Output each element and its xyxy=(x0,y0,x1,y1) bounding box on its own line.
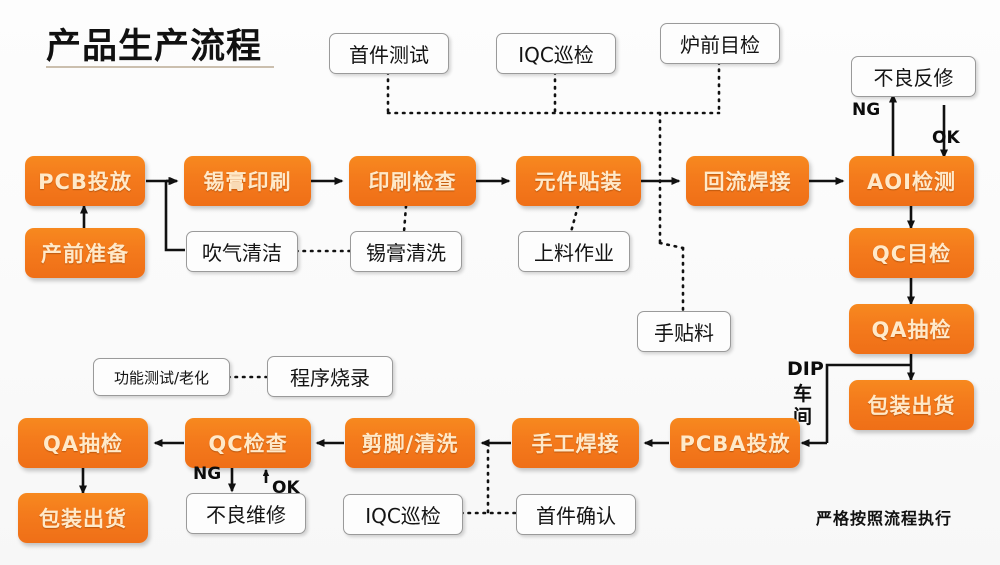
step-label: PCB投放 xyxy=(38,170,132,194)
note-label: 首件测试 xyxy=(349,43,429,67)
note-label: 锡膏清洗 xyxy=(366,241,446,265)
footnote-text: 严格按照流程执行 xyxy=(816,509,953,528)
step-pcba-input[interactable]: PCBA投放 xyxy=(670,418,800,468)
step-label: QC目检 xyxy=(871,242,952,266)
step-label: QA抽检 xyxy=(42,432,124,456)
note-defect-rework[interactable]: 不良反修 xyxy=(851,56,976,97)
step-label: 锡膏印刷 xyxy=(203,170,292,194)
note-iqc-patrol-top[interactable]: IQC巡检 xyxy=(496,33,616,74)
step-manual-solder[interactable]: 手工焊接 xyxy=(512,418,639,468)
note-hand-place[interactable]: 手贴料 xyxy=(637,311,731,352)
note-iqc-patrol-bottom[interactable]: IQC巡检 xyxy=(343,494,463,535)
step-solder-paste-print[interactable]: 锡膏印刷 xyxy=(184,156,311,206)
aoi-ng-label: NG xyxy=(852,100,881,120)
note-label: 不良维修 xyxy=(206,503,286,527)
note-paste-clean[interactable]: 锡膏清洗 xyxy=(350,231,462,272)
step-cut-clean[interactable]: 剪脚/清洗 xyxy=(345,418,475,468)
note-label: 不良反修 xyxy=(873,66,954,90)
step-qa-sample-dip[interactable]: QA抽检 xyxy=(18,418,148,468)
dip-transfer-label-line2: 车 xyxy=(793,383,813,405)
step-qc-visual[interactable]: QC目检 xyxy=(849,228,974,278)
note-label: 程序烧录 xyxy=(290,366,370,390)
note-defect-repair[interactable]: 不良维修 xyxy=(186,493,306,534)
step-label: QA抽检 xyxy=(871,318,952,342)
step-component-mount[interactable]: 元件贴装 xyxy=(516,156,641,206)
step-qa-sample[interactable]: QA抽检 xyxy=(849,304,974,354)
aoi-ok-label: OK xyxy=(932,128,960,148)
note-label: 首件确认 xyxy=(536,504,616,528)
note-first-article-test[interactable]: 首件测试 xyxy=(329,33,449,74)
step-label: 剪脚/清洗 xyxy=(361,432,459,456)
step-label: 产前准备 xyxy=(41,242,129,266)
step-pre-production[interactable]: 产前准备 xyxy=(25,228,145,278)
step-print-inspection[interactable]: 印刷检查 xyxy=(349,156,476,206)
step-label: 包装出货 xyxy=(867,394,956,418)
step-pack-ship-dip[interactable]: 包装出货 xyxy=(18,493,148,543)
note-first-article-confirm[interactable]: 首件确认 xyxy=(516,494,636,535)
note-air-blow-clean[interactable]: 吹气清洁 xyxy=(186,231,298,272)
qc-ng-label: NG xyxy=(193,464,222,484)
note-label: IQC巡检 xyxy=(518,43,594,67)
step-label: AOI检测 xyxy=(867,170,956,194)
note-label: 手贴料 xyxy=(654,321,714,345)
step-label: 手工焊接 xyxy=(531,432,620,456)
step-label: 元件贴装 xyxy=(534,170,623,194)
step-qc-check[interactable]: QC检查 xyxy=(185,418,311,468)
note-program-burn[interactable]: 程序烧录 xyxy=(267,356,393,397)
step-label: 印刷检查 xyxy=(368,170,457,194)
dip-transfer-label-line1: DIP xyxy=(787,358,824,380)
note-function-test-burnin[interactable]: 功能测试/老化 xyxy=(93,358,230,396)
step-reflow-solder[interactable]: 回流焊接 xyxy=(686,156,809,206)
note-label: 功能测试/老化 xyxy=(113,368,210,387)
step-aoi-inspection[interactable]: AOI检测 xyxy=(849,156,974,206)
step-pcb-input[interactable]: PCB投放 xyxy=(25,156,145,206)
step-label: 回流焊接 xyxy=(703,170,792,194)
step-pack-ship[interactable]: 包装出货 xyxy=(849,380,974,430)
note-feeding-work[interactable]: 上料作业 xyxy=(518,231,630,272)
title-underline xyxy=(46,66,274,68)
page-title: 产品生产流程 xyxy=(46,27,263,67)
note-label: 吹气清洁 xyxy=(202,241,282,265)
step-label: QC检查 xyxy=(208,432,288,456)
note-label: 上料作业 xyxy=(534,241,614,265)
note-label: 炉前目检 xyxy=(680,33,760,57)
step-label: PCBA投放 xyxy=(679,432,791,456)
step-label: 包装出货 xyxy=(39,507,127,531)
note-label: IQC巡检 xyxy=(365,504,441,528)
note-pre-furnace-visual[interactable]: 炉前目检 xyxy=(660,23,780,64)
